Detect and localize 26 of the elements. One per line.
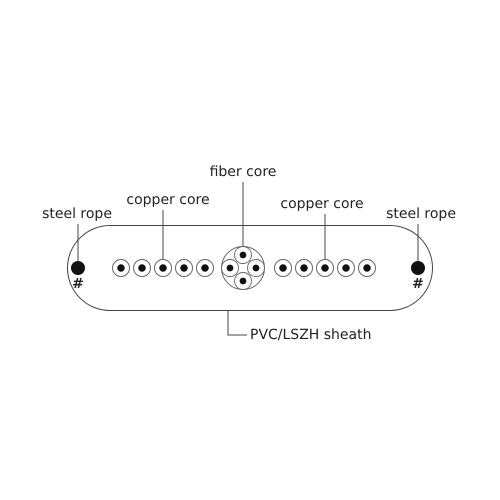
callout-label: steel rope bbox=[42, 206, 112, 222]
marker-symbol: # bbox=[72, 276, 84, 292]
steel-rope-symbol bbox=[411, 261, 425, 275]
leader-line bbox=[228, 310, 248, 336]
copper-core-symbol bbox=[358, 259, 376, 277]
fiber-bundle bbox=[221, 246, 265, 290]
leader-line bbox=[162, 210, 164, 260]
copper-core-symbol bbox=[337, 259, 355, 277]
copper-core-symbol bbox=[295, 259, 313, 277]
callout-label: steel rope bbox=[386, 206, 456, 222]
copper-core-symbol bbox=[112, 259, 130, 277]
copper-core-symbol bbox=[274, 259, 292, 277]
copper-core-symbol bbox=[175, 259, 193, 277]
cable-sheath bbox=[67, 225, 433, 311]
callout-label: copper core bbox=[280, 196, 364, 212]
callout-label: PVC/LSZH sheath bbox=[250, 327, 372, 343]
copper-core-symbol bbox=[196, 259, 214, 277]
leader-line bbox=[242, 182, 244, 246]
copper-core-symbol bbox=[154, 259, 172, 277]
leader-line bbox=[324, 214, 326, 260]
steel-rope-symbol bbox=[71, 261, 85, 275]
callout-label: fiber core bbox=[210, 164, 276, 180]
copper-core-symbol bbox=[316, 259, 334, 277]
copper-core-symbol bbox=[133, 259, 151, 277]
callout-label: copper core bbox=[126, 192, 210, 208]
marker-symbol: # bbox=[412, 276, 424, 292]
